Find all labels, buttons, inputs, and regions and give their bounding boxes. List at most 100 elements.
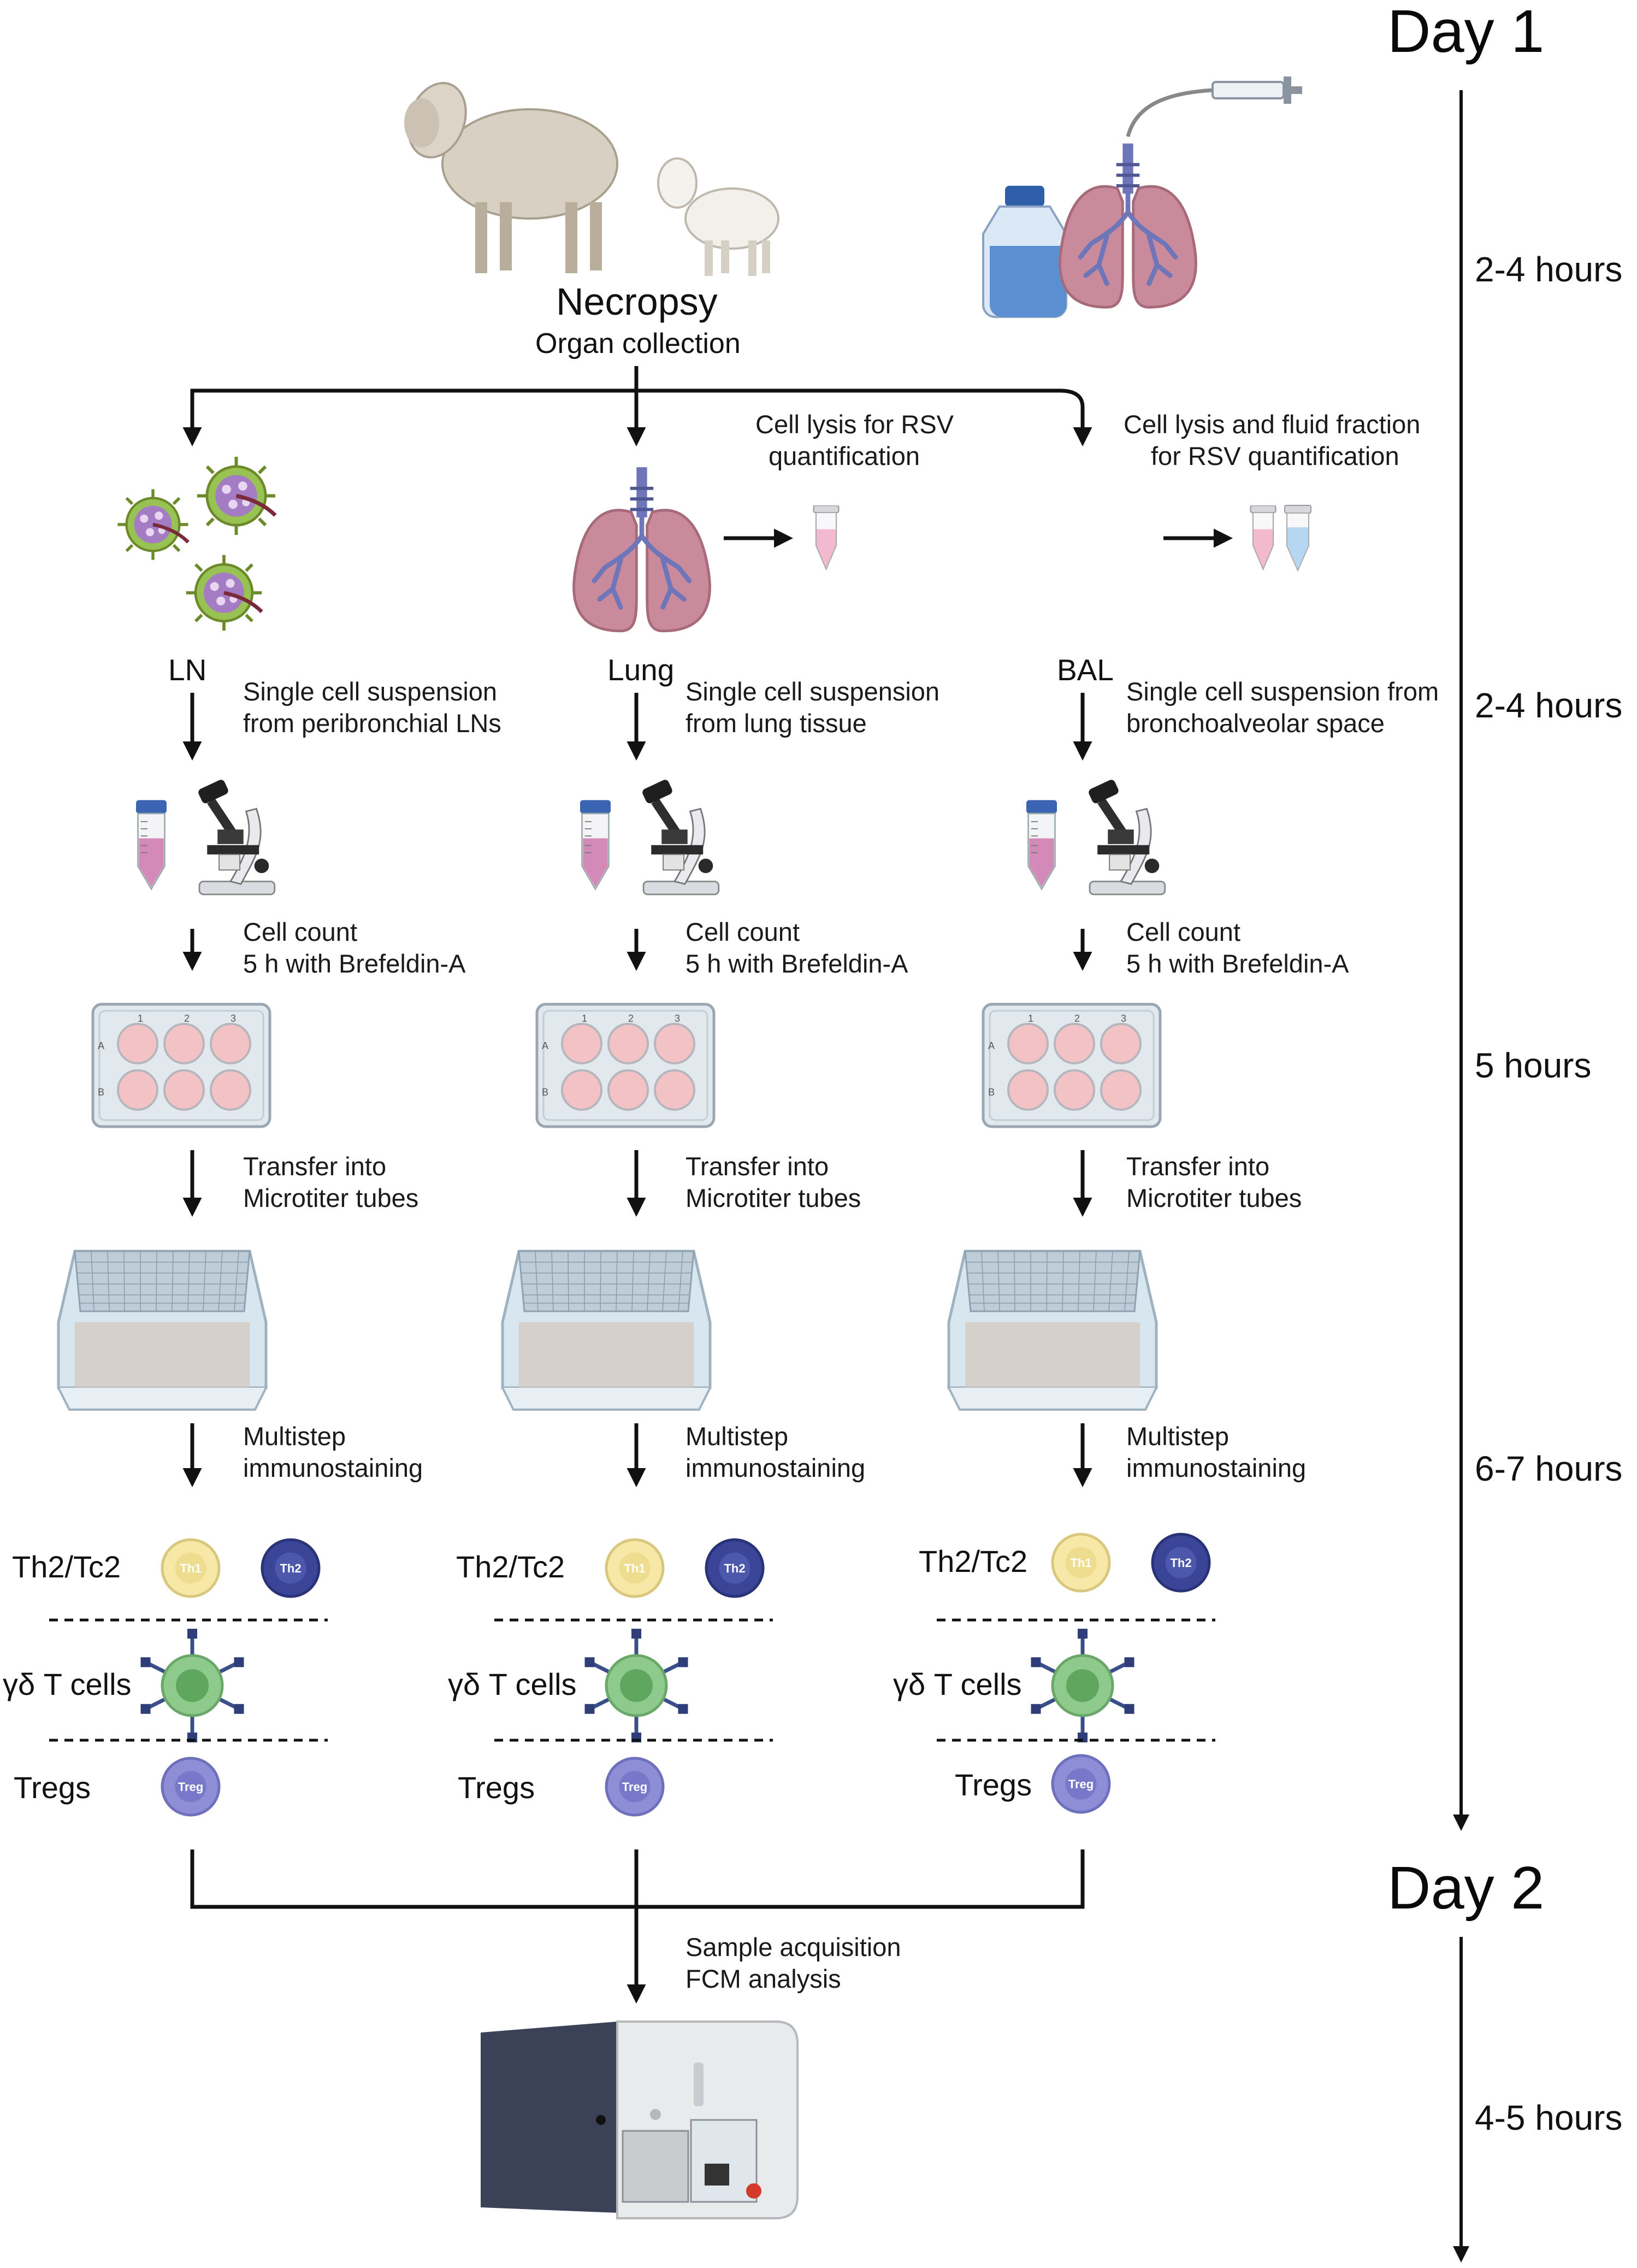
suspension-line1: Single cell suspension [685, 677, 940, 706]
receptor-head [584, 1704, 595, 1714]
receptor-head [1124, 1657, 1134, 1668]
th2-cell-icon-label: Th2 [1170, 1556, 1191, 1570]
cell-type-tregs: Tregs [14, 1770, 91, 1805]
receptor-head [1031, 1704, 1041, 1714]
tube-icon [579, 799, 612, 890]
tube-icon [813, 505, 840, 570]
treg-cell-icon-nucleus [619, 1771, 651, 1802]
acquisition-line1: Sample acquisition [685, 1933, 901, 1961]
gd-t-cell-icon [584, 1629, 688, 1742]
cell-type-gd-t-cells: γδ T cells [893, 1667, 1022, 1701]
lung-icon [1060, 144, 1196, 308]
transfer-line2: Microtiter tubes [243, 1183, 419, 1212]
treg-cell-icon-nucleus [1065, 1768, 1097, 1800]
cell-type-gd-t-cells: γδ T cells [3, 1667, 132, 1701]
stain-line1: Multistep [1126, 1422, 1230, 1451]
plate-icon [93, 1004, 270, 1127]
tube-icon [135, 799, 168, 890]
suspension-line1: Single cell suspension from [1126, 677, 1439, 706]
th2-cell-icon-nucleus [275, 1552, 306, 1584]
th2-cell-icon-label: Th2 [724, 1562, 745, 1575]
gd-t-cell-icon [140, 1629, 244, 1742]
transfer-line2: Microtiter tubes [685, 1183, 861, 1212]
treg-cell-icon-label: Treg [1068, 1777, 1094, 1791]
receptor-head [1031, 1657, 1041, 1668]
plate-row-label: A [988, 1040, 995, 1051]
tube-icon [1250, 505, 1276, 570]
column-label: LN [168, 653, 207, 687]
th2-cell-icon: Th2 [261, 1538, 321, 1598]
th2-cell-icon-label: Th2 [280, 1562, 301, 1575]
th1-cell-icon-nucleus [1065, 1547, 1097, 1578]
transfer-line2: Microtiter tubes [1126, 1183, 1302, 1212]
microscope-icon [1086, 777, 1166, 896]
timeline-label: 5 hours [1475, 1046, 1592, 1085]
cell-type-tregs: Tregs [955, 1768, 1032, 1802]
receptor-head [631, 1629, 641, 1639]
count-line2: 5 h with Brefeldin-A [1126, 949, 1349, 978]
branch-arrows [182, 366, 1092, 446]
count-line1: Cell count [1126, 917, 1240, 946]
plate-column-label: 3 [231, 1013, 236, 1024]
day-1-label: Day 1 [1387, 0, 1545, 65]
plate-icon [983, 1004, 1160, 1127]
th1-cell-icon: Th1 [161, 1538, 221, 1598]
gd-t-cell-icon [1031, 1629, 1134, 1742]
th2-cell-icon-nucleus [1165, 1547, 1197, 1578]
plate-row-label: B [988, 1087, 995, 1098]
receptor-head [584, 1657, 595, 1668]
column-label: BAL [1057, 653, 1114, 687]
syringe-icon [1126, 76, 1302, 137]
plate-column-label: 1 [582, 1013, 587, 1024]
gd-cell-nucleus [1066, 1669, 1099, 1702]
rsv-lysis-line2: quantification [769, 441, 920, 470]
th2-cell-icon: Th2 [1151, 1533, 1211, 1593]
sheep-icon [404, 82, 618, 273]
receptor-head [1078, 1629, 1088, 1639]
count-line1: Cell count [243, 917, 357, 946]
stain-line2: immunostaining [685, 1453, 866, 1482]
tube-icon [1025, 799, 1058, 890]
plate-icon [537, 1004, 714, 1127]
th1-cell-icon: Th1 [1051, 1533, 1111, 1593]
plate-column-label: 3 [675, 1013, 680, 1024]
day-2-label: Day 2 [1387, 1854, 1545, 1922]
timeline-label: 2-4 hours [1475, 250, 1623, 289]
th1-cell-icon-nucleus [175, 1552, 206, 1584]
bal-lysis-line2: for RSV quantification [1151, 441, 1399, 470]
th2-cell-icon-nucleus [719, 1552, 750, 1584]
bal-lysis-line1: Cell lysis and fluid fraction [1124, 410, 1421, 439]
plate-column-label: 1 [1028, 1013, 1033, 1024]
plate-row-label: B [98, 1087, 104, 1098]
timeline-label: 2-4 hours [1475, 686, 1623, 725]
receptor-head [234, 1704, 244, 1714]
treg-cell-icon: Treg [1051, 1754, 1111, 1814]
suspension-line1: Single cell suspension [243, 677, 498, 706]
lung-icon [574, 467, 710, 631]
cell-type-th2-tc2: Th2/Tc2 [456, 1550, 565, 1584]
bottle-icon [982, 186, 1067, 318]
th1-cell-icon-nucleus [619, 1552, 651, 1584]
stain-line1: Multistep [685, 1422, 789, 1451]
receptor-head [234, 1657, 244, 1668]
column-label: Lung [607, 653, 675, 687]
necropsy-title: Necropsy [556, 280, 718, 323]
plate-column-label: 3 [1121, 1013, 1126, 1024]
cell-type-th2-tc2: Th2/Tc2 [12, 1550, 121, 1584]
gd-cell-nucleus [176, 1669, 209, 1702]
gd-cell-nucleus [620, 1669, 653, 1702]
receptor-head [140, 1704, 151, 1714]
th1-cell-icon-label: Th1 [180, 1562, 201, 1575]
lamb-icon [657, 157, 779, 276]
stain-line2: immunostaining [243, 1453, 423, 1482]
plate-column-label: 2 [184, 1013, 190, 1024]
plate-row-label: A [98, 1040, 104, 1051]
necropsy-subtitle: Organ collection [535, 328, 741, 360]
th1-cell-icon-label: Th1 [1070, 1556, 1091, 1570]
microscope-icon [640, 777, 720, 896]
treg-cell-icon-nucleus [175, 1771, 206, 1802]
plate-column-label: 2 [1074, 1013, 1080, 1024]
suspension-line2: from peribronchial LNs [243, 709, 501, 738]
